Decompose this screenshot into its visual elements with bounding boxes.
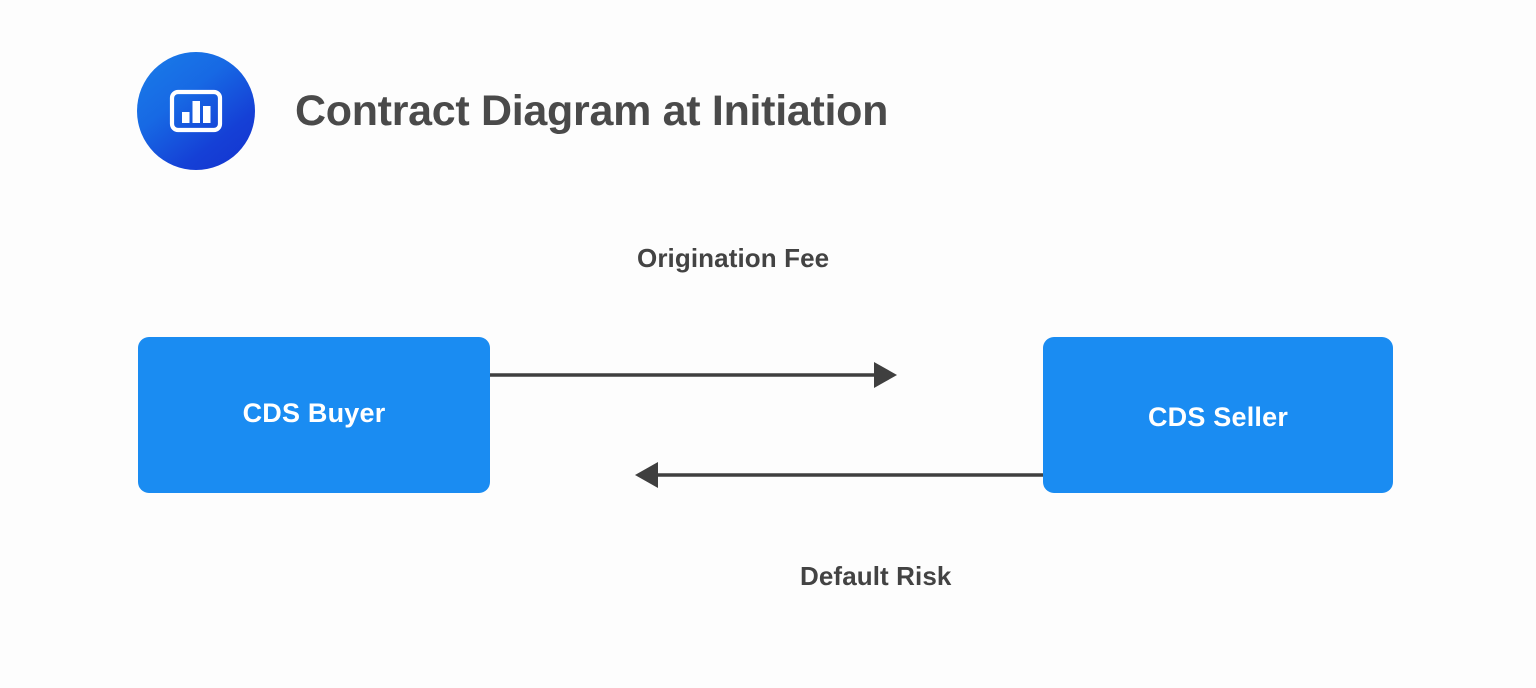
page-title: Contract Diagram at Initiation (295, 86, 889, 135)
edge-label-origination-fee: Origination Fee (637, 243, 830, 273)
bar-chart-icon (137, 52, 255, 170)
edge-label-default-risk: Default Risk (800, 561, 952, 591)
arrow-default-risk (635, 462, 1043, 488)
node-cds-seller[interactable]: CDS Seller (1043, 337, 1393, 493)
node-label-cds-buyer: CDS Buyer (242, 397, 386, 428)
node-cds-buyer[interactable]: CDS Buyer (138, 337, 490, 493)
header: Contract Diagram at Initiation (137, 52, 888, 170)
arrow-origination-fee (490, 362, 897, 388)
node-label-cds-seller: CDS Seller (1147, 401, 1289, 432)
